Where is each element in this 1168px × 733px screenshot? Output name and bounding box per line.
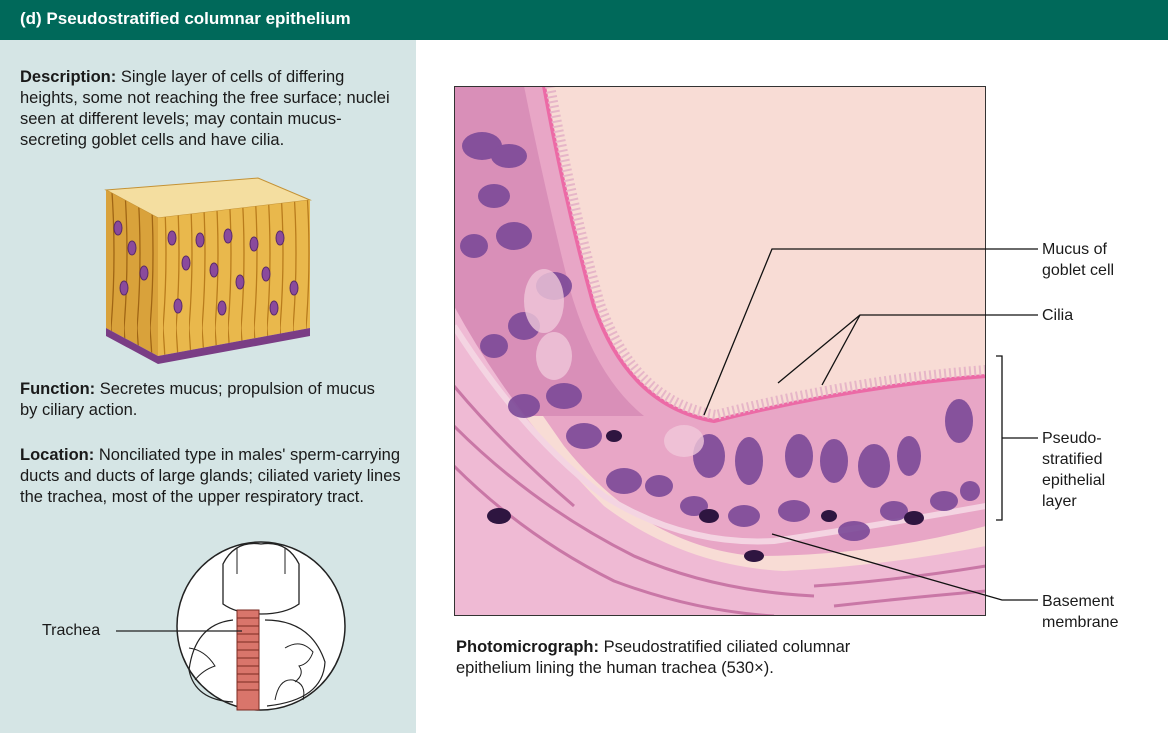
label-layer-line4: layer (1042, 493, 1077, 510)
function-body: Secretes mucus; propulsion of mucus by c… (20, 380, 375, 419)
caption-body: Pseudostratified ciliated columnar epith… (456, 638, 851, 677)
trachea-leader-line (116, 630, 242, 632)
label-mucus-line1: Mucus of (1042, 241, 1107, 258)
label-layer-line3: epithelial (1042, 472, 1106, 489)
location-label: Location: (20, 446, 95, 464)
block-front (106, 190, 158, 356)
trachea-tube (236, 609, 260, 711)
description-body: Single layer of cells of differing heigh… (20, 68, 390, 149)
photo-caption: Photomicrograph: Pseudostratified ciliat… (456, 637, 916, 679)
label-mucus-of-goblet-cell: Mucus of goblet cell (1042, 239, 1114, 281)
location-body: Nonciliated type in males' sperm-carryin… (20, 446, 401, 506)
cilia-leader-a (777, 314, 1038, 384)
basement-membrane-band (454, 324, 986, 545)
epithelium-block-illustration (104, 177, 312, 364)
label-basement-line1: Basement (1042, 593, 1115, 610)
basement-leader (771, 533, 1038, 601)
label-basement-membrane: Basement membrane (1042, 591, 1118, 633)
label-pseudostratified-layer: Pseudo- stratified epithelial layer (1042, 428, 1105, 512)
label-cilia: Cilia (1042, 307, 1074, 324)
trachea-label: Trachea (42, 622, 101, 639)
caption-label: Photomicrograph: (456, 638, 599, 656)
function-text: Function: Secretes mucus; propulsion of … (20, 379, 395, 421)
photomicrograph (454, 86, 986, 616)
mucus-leader (703, 248, 1038, 416)
description-text: Description: Single layer of cells of di… (20, 67, 395, 151)
function-label: Function: (20, 380, 96, 398)
description-label: Description: (20, 68, 117, 86)
page-title: (d) Pseudostratified columnar epithelium (20, 9, 351, 28)
photo-leader-lines (703, 248, 1038, 601)
label-layer-line2: stratified (1042, 451, 1103, 468)
cilia-leader-b (821, 314, 861, 386)
label-mucus-line2: goblet cell (1042, 262, 1115, 279)
trachea-illustration (176, 541, 346, 711)
location-text: Location: Nonciliated type in males' spe… (20, 445, 402, 508)
header-bar: (d) Pseudostratified columnar epithelium (0, 0, 1168, 40)
label-layer-line1: Pseudo- (1042, 430, 1102, 447)
label-basement-line2: membrane (1042, 614, 1119, 631)
layer-bracket (996, 355, 1003, 521)
